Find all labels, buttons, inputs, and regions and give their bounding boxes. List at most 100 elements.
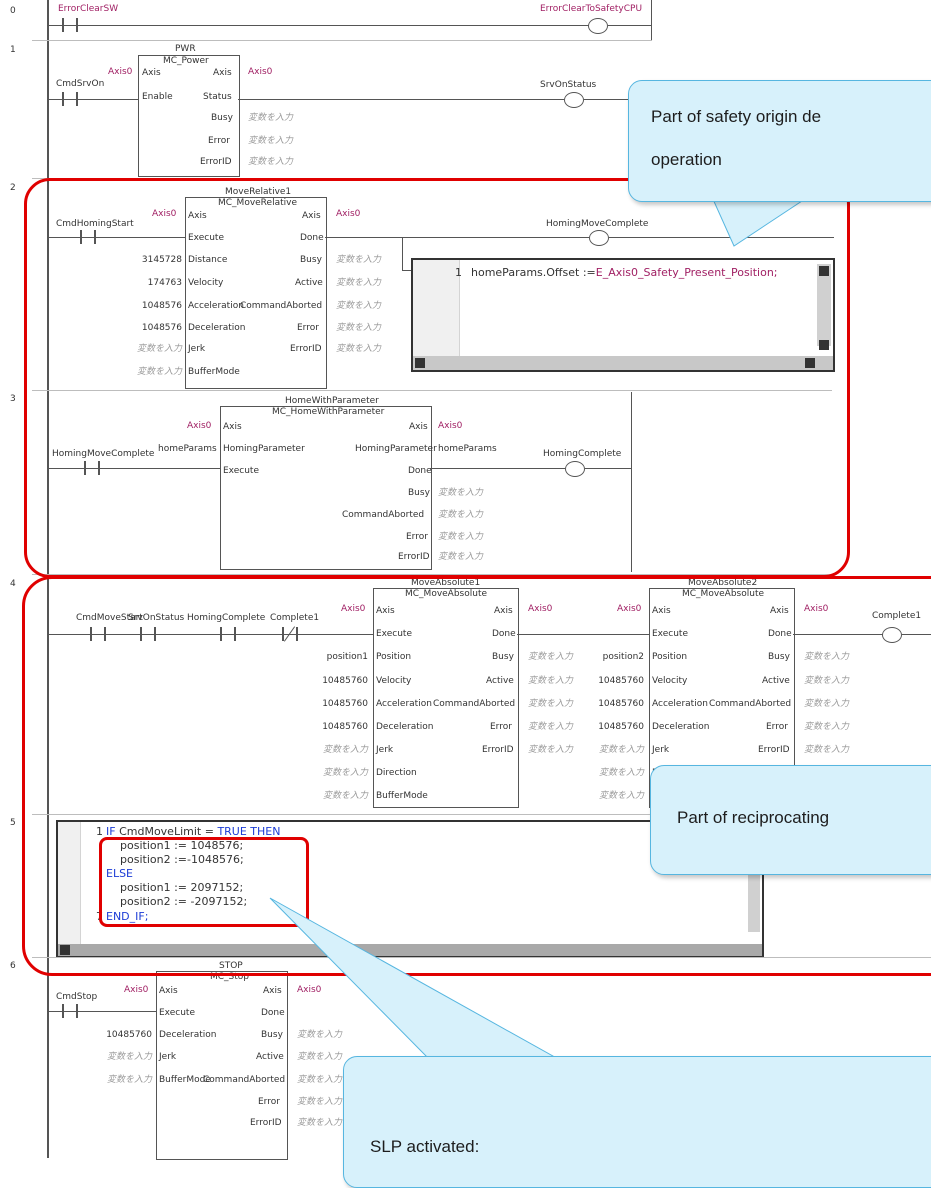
rung3-axis-input[interactable]: Axis0 bbox=[187, 421, 212, 431]
rung2-st-editor[interactable]: 1 homeParams.Offset :=E_Axis0_Safety_Pre… bbox=[411, 258, 835, 372]
scroll-down-arrow[interactable] bbox=[819, 340, 829, 350]
input-placeholder[interactable]: 変数を入力 bbox=[804, 676, 850, 686]
input-placeholder[interactable]: 変数を入力 bbox=[804, 745, 850, 755]
input-placeholder[interactable]: 変数を入力 bbox=[804, 652, 850, 662]
input-placeholder[interactable]: 変数を入力 bbox=[297, 1030, 343, 1040]
input-placeholder[interactable]: 変数を入力 bbox=[297, 1097, 343, 1107]
rung4-fb2-axis-output[interactable]: Axis0 bbox=[804, 604, 829, 614]
input-placeholder[interactable]: 変数を入力 bbox=[248, 136, 294, 146]
input-placeholder[interactable]: 変数を入力 bbox=[804, 722, 850, 732]
input-placeholder[interactable]: 変数を入力 bbox=[106, 1052, 152, 1062]
rung2-contact-label[interactable]: CmdHomingStart bbox=[56, 219, 134, 229]
rung4-coil-label[interactable]: Complete1 bbox=[872, 611, 922, 621]
input-placeholder[interactable]: 変数を入力 bbox=[598, 791, 644, 801]
input-value[interactable]: 10485760 bbox=[106, 1030, 152, 1040]
input-placeholder[interactable]: 変数を入力 bbox=[528, 699, 574, 709]
st-line-3[interactable]: position2 :=-1048576; bbox=[120, 853, 244, 866]
input-placeholder[interactable]: 変数を入力 bbox=[528, 722, 574, 732]
input-placeholder[interactable]: 変数を入力 bbox=[438, 552, 484, 562]
input-placeholder[interactable]: 変数を入力 bbox=[297, 1075, 343, 1085]
input-placeholder[interactable]: 変数を入力 bbox=[322, 768, 368, 778]
input-value[interactable]: 1048576 bbox=[141, 323, 182, 333]
input-placeholder[interactable]: 変数を入力 bbox=[136, 367, 182, 377]
rung2-function-block[interactable] bbox=[185, 197, 327, 389]
input-placeholder[interactable]: 変数を入力 bbox=[248, 157, 294, 167]
input-placeholder[interactable]: 変数を入力 bbox=[804, 699, 850, 709]
input-value[interactable]: 10485760 bbox=[598, 699, 644, 709]
input-placeholder[interactable]: 変数を入力 bbox=[336, 344, 382, 354]
rung6-contact-label[interactable]: CmdStop bbox=[56, 992, 98, 1002]
rung2-coil[interactable] bbox=[589, 230, 609, 246]
input-placeholder[interactable]: 変数を入力 bbox=[297, 1052, 343, 1062]
input-value[interactable]: 3145728 bbox=[141, 255, 182, 265]
input-placeholder[interactable]: 変数を入力 bbox=[136, 344, 182, 354]
vertical-scrollbar[interactable] bbox=[817, 264, 831, 346]
st-line-1[interactable]: homeParams.Offset :=E_Axis0_Safety_Prese… bbox=[471, 266, 778, 279]
input-value[interactable]: 174763 bbox=[147, 278, 182, 288]
rung4-function-block-1[interactable] bbox=[373, 588, 519, 808]
rung4-contact-label[interactable]: Complete1 bbox=[270, 613, 320, 623]
rung3-params-input[interactable]: homeParams bbox=[158, 444, 217, 454]
input-placeholder[interactable]: 変数を入力 bbox=[322, 745, 368, 755]
rung4-contact[interactable] bbox=[90, 627, 106, 641]
input-placeholder[interactable]: 変数を入力 bbox=[322, 791, 368, 801]
input-placeholder[interactable]: 変数を入力 bbox=[336, 255, 382, 265]
rung4-fb2-axis-input[interactable]: Axis0 bbox=[617, 604, 642, 614]
st-line-1[interactable]: IF CmdMoveLimit = TRUE THEN bbox=[106, 825, 280, 838]
input-placeholder[interactable]: 変数を入力 bbox=[598, 768, 644, 778]
rung1-contact-label[interactable]: CmdSrvOn bbox=[56, 79, 105, 89]
horizontal-scrollbar[interactable] bbox=[413, 356, 833, 370]
horizontal-scrollbar[interactable] bbox=[58, 944, 762, 956]
input-value[interactable]: 10485760 bbox=[322, 699, 368, 709]
rung1-axis-input[interactable]: Axis0 bbox=[108, 67, 133, 77]
rung4-coil[interactable] bbox=[882, 627, 902, 643]
rung3-params-output[interactable]: homeParams bbox=[438, 444, 497, 454]
st-line-7[interactable]: END_IF; bbox=[106, 910, 149, 923]
input-placeholder[interactable]: 変数を入力 bbox=[106, 1075, 152, 1085]
rung4-fb1-axis-output[interactable]: Axis0 bbox=[528, 604, 553, 614]
rung6-axis-output[interactable]: Axis0 bbox=[297, 985, 322, 995]
input-value[interactable]: 10485760 bbox=[598, 722, 644, 732]
rung1-function-block[interactable] bbox=[138, 55, 240, 177]
rung4-contact[interactable] bbox=[220, 627, 236, 641]
rung3-contact-label[interactable]: HomingMoveComplete bbox=[52, 449, 155, 459]
input-value[interactable]: 1048576 bbox=[141, 301, 182, 311]
input-placeholder[interactable]: 変数を入力 bbox=[528, 745, 574, 755]
rung0-coil[interactable] bbox=[588, 18, 608, 34]
input-placeholder[interactable]: 変数を入力 bbox=[297, 1118, 343, 1128]
rung1-coil[interactable] bbox=[564, 92, 584, 108]
rung2-coil-label[interactable]: HomingMoveComplete bbox=[546, 219, 649, 229]
input-value[interactable]: 10485760 bbox=[322, 676, 368, 686]
rung4-contact[interactable] bbox=[140, 627, 156, 641]
input-value[interactable]: position1 bbox=[326, 652, 368, 662]
input-placeholder[interactable]: 変数を入力 bbox=[336, 323, 382, 333]
rung4-contact-nc[interactable] bbox=[282, 626, 298, 642]
input-placeholder[interactable]: 変数を入力 bbox=[336, 278, 382, 288]
rung2-axis-input[interactable]: Axis0 bbox=[152, 209, 177, 219]
rung5-st-editor[interactable]: 1 IF CmdMoveLimit = TRUE THEN position1 … bbox=[56, 820, 764, 958]
rung2-axis-output[interactable]: Axis0 bbox=[336, 209, 361, 219]
input-placeholder[interactable]: 変数を入力 bbox=[438, 510, 484, 520]
rung0-coil-label[interactable]: ErrorClearToSafetyCPU bbox=[540, 4, 643, 14]
rung4-fb1-axis-input[interactable]: Axis0 bbox=[341, 604, 366, 614]
st-line-5[interactable]: position1 := 2097152; bbox=[120, 881, 244, 894]
input-placeholder[interactable]: 変数を入力 bbox=[438, 532, 484, 542]
scroll-right-arrow[interactable] bbox=[805, 358, 815, 368]
input-placeholder[interactable]: 変数を入力 bbox=[248, 113, 294, 123]
rung0-contact-label[interactable]: ErrorClearSW bbox=[58, 4, 119, 14]
input-placeholder[interactable]: 変数を入力 bbox=[598, 745, 644, 755]
input-placeholder[interactable]: 変数を入力 bbox=[438, 488, 484, 498]
input-value[interactable]: 10485760 bbox=[598, 676, 644, 686]
scroll-left-arrow[interactable] bbox=[415, 358, 425, 368]
input-value[interactable]: position2 bbox=[602, 652, 644, 662]
rung4-contact-label[interactable]: SrvOnStatus bbox=[128, 613, 185, 623]
st-line-6[interactable]: position2 := -2097152; bbox=[120, 895, 248, 908]
scroll-left-arrow[interactable] bbox=[60, 945, 70, 955]
rung3-coil[interactable] bbox=[565, 461, 585, 477]
st-line-4[interactable]: ELSE bbox=[106, 867, 134, 880]
input-placeholder[interactable]: 変数を入力 bbox=[336, 301, 382, 311]
rung3-coil-label[interactable]: HomingComplete bbox=[543, 449, 622, 459]
rung6-axis-input[interactable]: Axis0 bbox=[124, 985, 149, 995]
scroll-up-arrow[interactable] bbox=[819, 266, 829, 276]
rung4-contact-label[interactable]: HomingComplete bbox=[187, 613, 266, 623]
